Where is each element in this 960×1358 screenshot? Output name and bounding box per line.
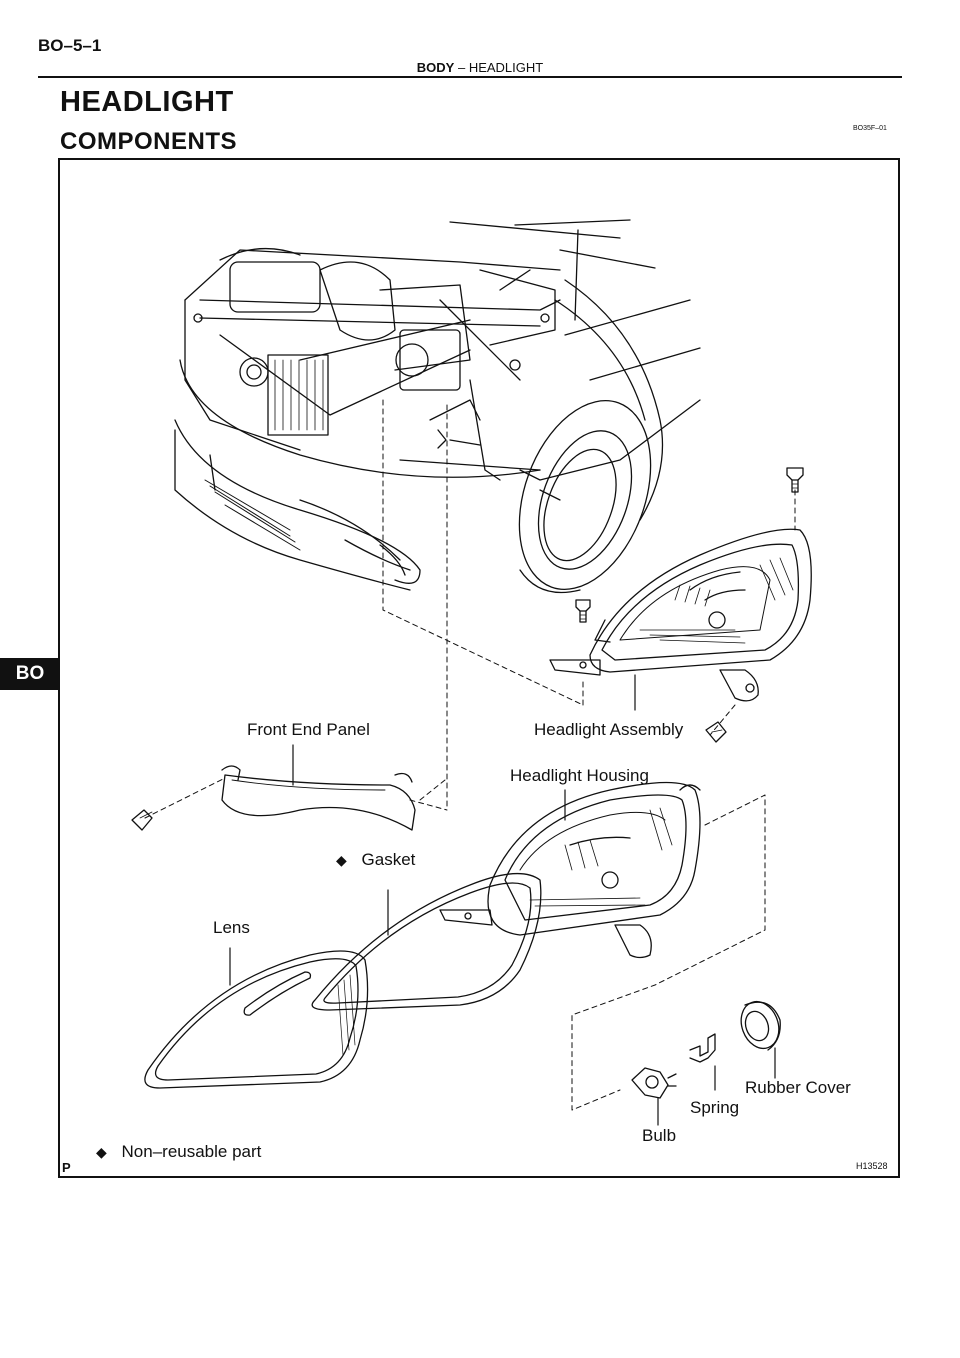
legend-text: Non–reusable part [121,1142,262,1161]
bulb-illustration [631,1067,677,1126]
vehicle-front-illustration [174,219,701,594]
bolt-icon [786,467,804,493]
front-end-panel-illustration [221,744,416,831]
figure-frame [58,158,900,1178]
lens-illustration [144,947,369,1089]
component-illustration [131,219,812,1126]
running-head: BODY – HEADLIGHT [0,60,960,75]
label-gasket-text: Gasket [361,850,416,869]
reference-code: BO35F–01 [853,125,887,132]
running-head-topic: HEADLIGHT [468,60,544,75]
section-tab[interactable]: BO [0,658,60,690]
figure-code: H13528 [856,1161,888,1171]
header-rule [38,76,902,78]
gasket-illustration [311,872,542,1011]
headlight-assembly-illustration [549,528,812,711]
label-headlight-assembly: Headlight Assembly [534,720,684,739]
label-lens: Lens [213,918,250,937]
bolt-icon [575,599,591,623]
running-head-separator: – [457,60,466,75]
headlight-housing-illustration [439,781,701,959]
rubber-cover-illustration [740,1000,781,1079]
label-headlight-housing: Headlight Housing [510,766,649,785]
page-title: HEADLIGHT [60,86,234,118]
label-gasket: ◆ Gasket [336,850,415,870]
label-rubber-cover: Rubber Cover [745,1078,851,1097]
page-subtitle: COMPONENTS [60,128,238,155]
running-head-section: BODY [416,60,455,75]
bulb-guide-lines [571,794,766,1111]
assembly-guide-lines [144,399,796,819]
legend-non-reusable: ◆ Non–reusable part [96,1142,261,1162]
clip-icon [131,809,153,831]
page-code: BO–5–1 [38,36,102,55]
label-bulb: Bulb [642,1126,677,1145]
spring-illustration [689,1033,716,1091]
non-reusable-diamond-icon: ◆ [96,1144,107,1160]
label-front-end-panel: Front End Panel [247,720,370,739]
clip-icon [705,721,727,743]
non-reusable-diamond-icon: ◆ [336,852,347,868]
figure-corner-mark: P [62,1160,71,1175]
label-spring: Spring [690,1098,740,1117]
